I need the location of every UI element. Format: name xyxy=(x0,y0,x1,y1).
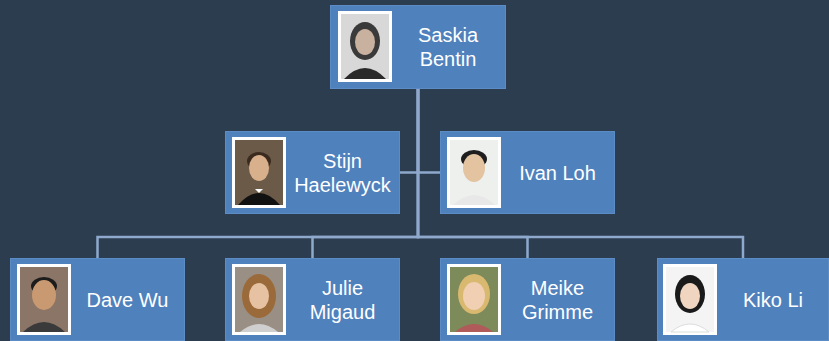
portrait-photo xyxy=(17,264,71,335)
person-name: Meike Grimme xyxy=(505,276,610,324)
text-holder: Julie Migaud xyxy=(290,276,395,324)
person-box: Saskia Bentin xyxy=(330,5,506,89)
org-connector xyxy=(418,89,440,173)
person-box: Dave Wu xyxy=(10,258,185,341)
portrait-photo xyxy=(447,137,501,208)
org-connector xyxy=(418,89,743,258)
person-name: Kiko Li xyxy=(722,288,824,312)
text-holder: Stijn Haelewyck xyxy=(290,149,395,197)
portrait-photo xyxy=(232,137,286,208)
person-name: Stijn Haelewyck xyxy=(290,149,395,197)
portrait-photo xyxy=(338,11,392,82)
text-holder: Meike Grimme xyxy=(505,276,610,324)
portrait-photo xyxy=(663,264,717,335)
person-name: Julie Migaud xyxy=(290,276,395,324)
person-name: Ivan Loh xyxy=(505,161,610,185)
text-holder: Ivan Loh xyxy=(505,161,610,185)
text-holder: Saskia Bentin xyxy=(395,23,501,71)
person-name: Saskia Bentin xyxy=(395,23,501,71)
portrait-photo xyxy=(232,264,286,335)
person-box: Kiko Li xyxy=(657,258,829,341)
person-box: Stijn Haelewyck xyxy=(225,131,400,214)
text-holder: Dave Wu xyxy=(75,288,180,312)
portrait-photo xyxy=(447,264,501,335)
person-box: Meike Grimme xyxy=(440,258,615,341)
person-name: Dave Wu xyxy=(75,288,180,312)
org-connector xyxy=(98,89,419,258)
person-box: Julie Migaud xyxy=(225,258,400,341)
text-holder: Kiko Li xyxy=(722,288,824,312)
person-box: Ivan Loh xyxy=(440,131,615,214)
org-connector xyxy=(400,89,418,173)
